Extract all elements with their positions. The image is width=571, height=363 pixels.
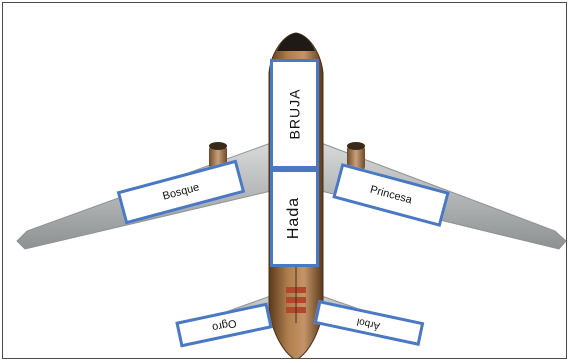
label-hada: Hada	[285, 196, 303, 240]
label-bruja: BRUJA	[286, 88, 303, 140]
label-bosque: Bosque	[161, 181, 201, 203]
label-princesa: Princesa	[368, 183, 414, 207]
label-card-bruja[interactable]: BRUJA	[270, 59, 319, 169]
label-arbol: Árbol	[356, 315, 382, 331]
label-ogro: Ogro	[210, 316, 238, 334]
diagram-frame: BRUJA Hada Bosque Princesa Ogro Árbol	[2, 2, 567, 359]
label-card-hada[interactable]: Hada	[270, 169, 319, 267]
